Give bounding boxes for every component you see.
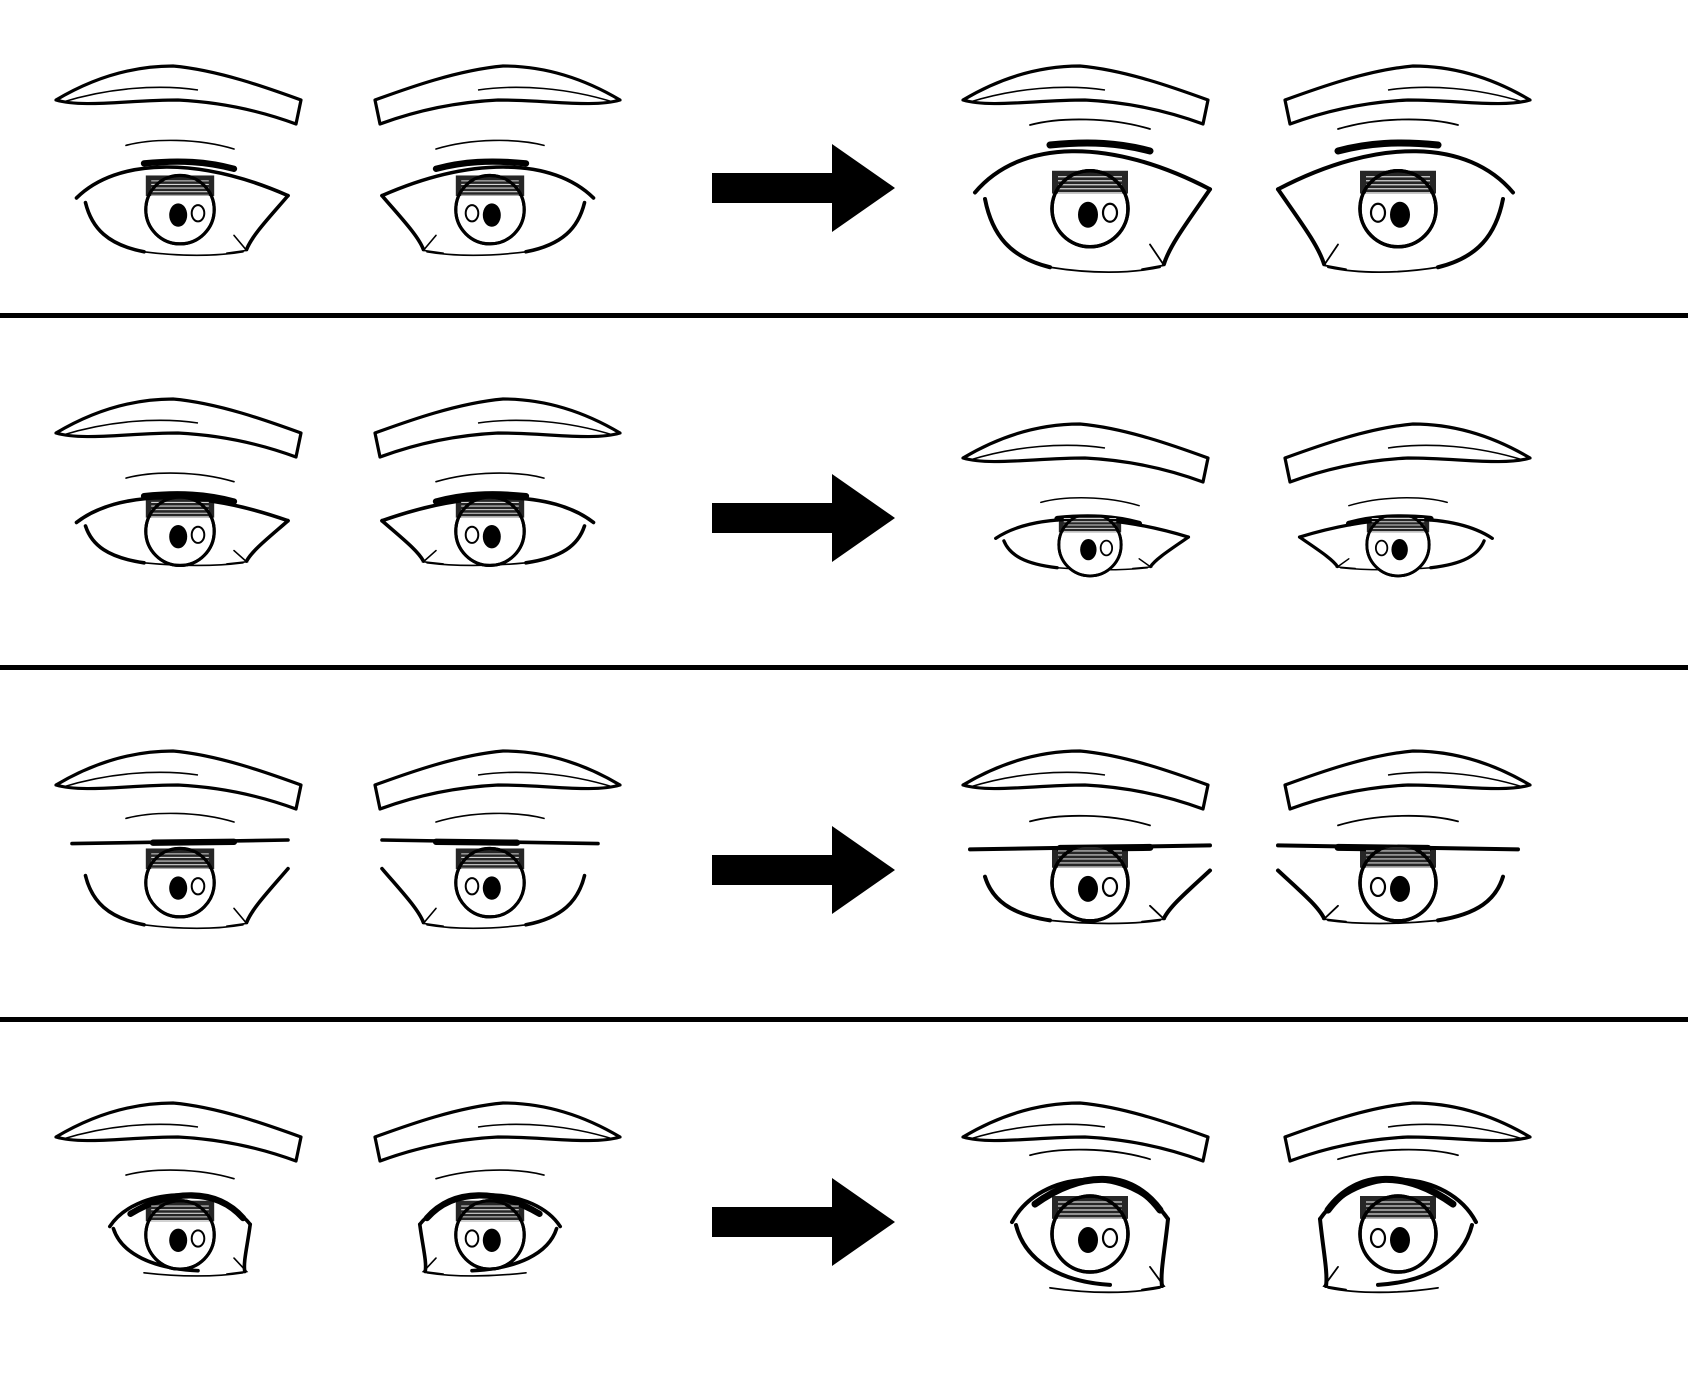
eyebrow-icon <box>54 749 303 811</box>
eyebrow-icon <box>961 422 1210 484</box>
before-pair <box>54 397 622 568</box>
eye-icon <box>1276 118 1515 273</box>
eye-icon <box>107 1169 253 1277</box>
eye-icon <box>74 472 290 568</box>
right-arrow-icon <box>712 1178 895 1266</box>
eyebrow-icon <box>961 1101 1210 1163</box>
eye-icon <box>994 497 1191 578</box>
after-pair <box>961 422 1532 578</box>
after-pair <box>961 64 1532 273</box>
panel-smaller-eyes <box>54 397 1532 578</box>
eye-icon <box>380 472 596 568</box>
eye-icon <box>1318 1148 1478 1294</box>
eyebrow-icon <box>1283 64 1532 126</box>
eyebrow-icon <box>1283 749 1532 811</box>
eye-icon <box>1010 1148 1170 1294</box>
eyebrow-icon <box>373 64 622 126</box>
eyebrow-icon <box>961 749 1210 811</box>
eyebrow-icon <box>1283 422 1532 484</box>
eyebrow-icon <box>961 64 1210 126</box>
before-pair <box>54 1101 622 1277</box>
eye-icon <box>973 118 1212 273</box>
after-pair <box>961 1101 1532 1294</box>
eye-icon <box>1276 814 1520 925</box>
eyebrow-icon <box>54 64 303 126</box>
before-pair <box>54 64 622 257</box>
panel-divider <box>0 665 1688 670</box>
eye-icon <box>417 1169 563 1277</box>
panel-divider <box>0 1017 1688 1022</box>
eyebrow-icon <box>54 1101 303 1163</box>
right-arrow-icon <box>712 144 895 232</box>
panel-divider <box>0 313 1688 318</box>
eyebrow-icon <box>54 397 303 459</box>
eyebrow-icon <box>373 1101 622 1163</box>
panel-round-eyes <box>54 1101 1532 1294</box>
panel-flat-top-eyes <box>54 749 1532 930</box>
eye-icon <box>380 139 596 257</box>
eyebrow-icon <box>1283 1101 1532 1163</box>
eyebrow-icon <box>373 749 622 811</box>
right-arrow-icon <box>712 826 895 914</box>
eyebrow-icon <box>373 397 622 459</box>
eye-icon <box>70 812 290 930</box>
before-pair <box>54 749 622 930</box>
eye-icon <box>1297 497 1494 578</box>
after-pair <box>961 749 1532 925</box>
eye-icon <box>380 812 600 930</box>
right-arrow-icon <box>712 474 895 562</box>
panel-wider-eyes <box>54 64 1532 273</box>
eye-icon <box>74 139 290 257</box>
eye-icon <box>968 814 1212 925</box>
